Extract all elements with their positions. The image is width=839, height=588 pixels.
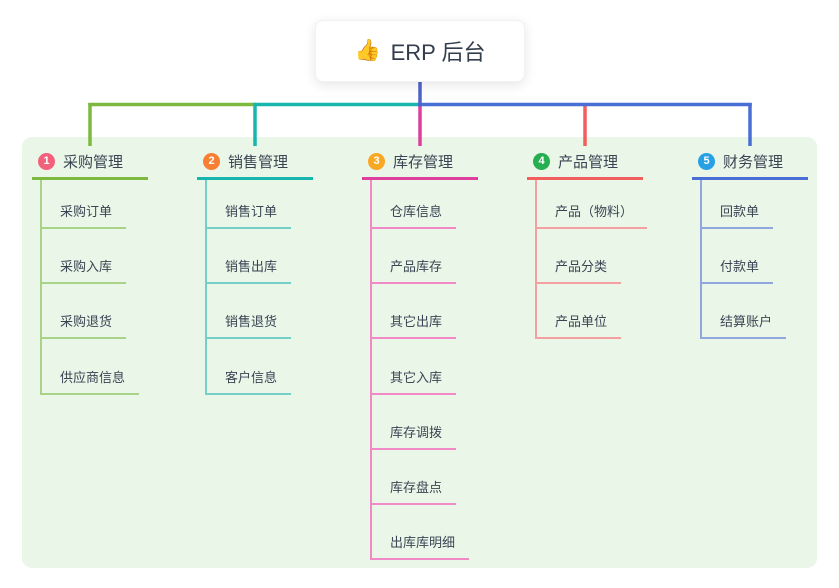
leaf-label: 采购订单 (42, 201, 127, 229)
leaf-node[interactable]: 客户信息 (207, 339, 313, 395)
leaf-node[interactable]: 库存调拨 (372, 395, 478, 450)
branch-node[interactable]: 5 财务管理 (692, 146, 808, 180)
leaf-label: 销售退货 (207, 311, 292, 340)
branch-items: 仓库信息产品库存其它出库其它入库库存调拨库存盘点出库库明细 (370, 180, 478, 561)
leaf-label: 结算账户 (702, 311, 787, 340)
branch-node[interactable]: 3 库存管理 (362, 146, 478, 180)
branch-number-badge: 1 (38, 153, 55, 170)
branch-node[interactable]: 4 产品管理 (527, 146, 643, 180)
leaf-label: 客户信息 (207, 367, 292, 395)
branch-column-1: 1 采购管理采购订单采购入库采购退货供应商信息 (32, 146, 148, 395)
leaf-node[interactable]: 出库库明细 (372, 505, 478, 561)
branch-number-badge: 2 (203, 153, 220, 170)
leaf-node[interactable]: 销售订单 (207, 180, 313, 229)
leaf-label: 销售出库 (207, 256, 292, 285)
leaf-label: 库存盘点 (372, 477, 457, 505)
branch-node[interactable]: 1 采购管理 (32, 146, 148, 180)
branch-label: 库存管理 (393, 154, 454, 171)
branch-items: 产品（物料） 产品分类产品单位 (535, 180, 648, 340)
leaf-label: 产品库存 (372, 256, 457, 285)
branch-number-badge: 5 (698, 153, 715, 170)
leaf-label: 仓库信息 (372, 201, 457, 229)
leaf-node[interactable]: 结算账户 (702, 284, 808, 340)
leaf-node[interactable]: 付款单 (702, 229, 808, 285)
background-panel (22, 137, 817, 568)
leaf-label: 付款单 (702, 256, 774, 285)
branch-label: 销售管理 (228, 154, 289, 171)
leaf-node[interactable]: 产品单位 (537, 284, 643, 340)
branch-label: 财务管理 (723, 154, 784, 171)
leaf-label: 产品分类 (537, 256, 622, 285)
leaf-node[interactable]: 库存盘点 (372, 450, 478, 505)
leaf-node[interactable]: 供应商信息 (42, 339, 148, 395)
leaf-label: 回款单 (702, 201, 774, 229)
leaf-node[interactable]: 产品分类 (537, 229, 643, 285)
branch-column-3: 3 库存管理仓库信息产品库存其它出库其它入库库存调拨库存盘点出库库明细 (362, 146, 478, 561)
branch-label: 产品管理 (558, 154, 619, 171)
leaf-label: 出库库明细 (372, 532, 470, 561)
leaf-node[interactable]: 产品（物料） (537, 180, 648, 229)
leaf-node[interactable]: 销售出库 (207, 229, 313, 285)
thumbs-up-icon: 👍 (354, 39, 381, 62)
leaf-node[interactable]: 采购退货 (42, 284, 148, 340)
leaf-node[interactable]: 其它出库 (372, 284, 478, 340)
leaf-label: 销售订单 (207, 201, 292, 229)
branch-node[interactable]: 2 销售管理 (197, 146, 313, 180)
root-title: ERP 后台 (390, 40, 486, 65)
leaf-node[interactable]: 采购订单 (42, 180, 148, 229)
branch-column-4: 4 产品管理产品（物料） 产品分类产品单位 (527, 146, 648, 340)
leaf-label: 库存调拨 (372, 422, 457, 450)
leaf-label: 采购退货 (42, 311, 127, 340)
branch-number-badge: 4 (533, 153, 550, 170)
leaf-label: 产品单位 (537, 311, 622, 340)
leaf-label: 产品（物料） (537, 201, 648, 229)
root-node[interactable]: 👍 ERP 后台 (315, 20, 525, 82)
leaf-node[interactable]: 仓库信息 (372, 180, 478, 229)
branch-number-badge: 3 (368, 153, 385, 170)
leaf-node[interactable]: 其它入库 (372, 339, 478, 395)
leaf-node[interactable]: 产品库存 (372, 229, 478, 285)
leaf-label: 供应商信息 (42, 367, 140, 395)
branch-items: 回款单付款单结算账户 (700, 180, 808, 340)
leaf-label: 其它入库 (372, 367, 457, 395)
branch-column-5: 5 财务管理回款单付款单结算账户 (692, 146, 808, 340)
branch-items: 销售订单销售出库销售退货客户信息 (205, 180, 313, 395)
branch-items: 采购订单采购入库采购退货供应商信息 (40, 180, 148, 395)
leaf-node[interactable]: 采购入库 (42, 229, 148, 285)
leaf-node[interactable]: 回款单 (702, 180, 808, 229)
branch-column-2: 2 销售管理销售订单销售出库销售退货客户信息 (197, 146, 313, 395)
leaf-label: 采购入库 (42, 256, 127, 285)
branch-label: 采购管理 (63, 154, 124, 171)
leaf-node[interactable]: 销售退货 (207, 284, 313, 340)
leaf-label: 其它出库 (372, 311, 457, 340)
